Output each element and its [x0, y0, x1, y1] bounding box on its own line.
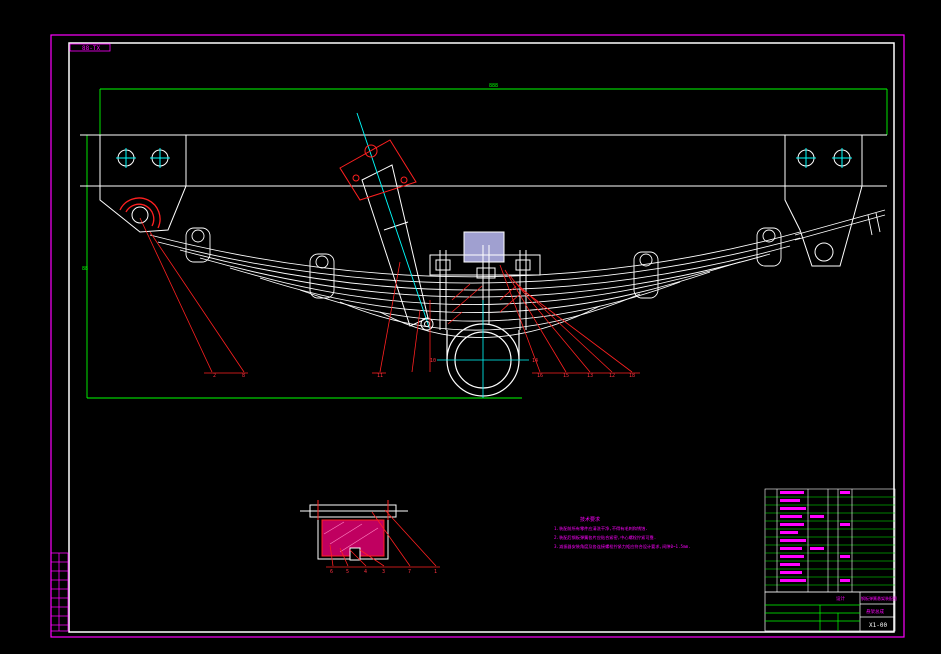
detail-leader-lines: [326, 509, 440, 568]
tech-req-item-2: 2.装配后钢板弹簧各片应贴合紧密,中心螺栓拧紧可靠.: [554, 534, 656, 541]
overall-height-dimension: 88: [82, 266, 88, 272]
detail-callout-5: 5: [346, 569, 349, 575]
callout-11: 11: [377, 373, 383, 379]
detail-callout-7: 7: [408, 569, 411, 575]
drawing-title: 钢板弹簧悬架装配图: [861, 595, 897, 601]
sheet-code-box: [69, 43, 111, 52]
rear-shackle-bracket: [784, 134, 863, 267]
callout-12: 12: [609, 373, 615, 379]
detail-callout-1: 1: [434, 569, 437, 575]
left-revision-strip: [50, 552, 69, 632]
detail-callout-4: 4: [364, 569, 367, 575]
callout-15: 15: [563, 373, 569, 379]
callout-13: 13: [587, 373, 593, 379]
shock-lower-mount: [420, 317, 434, 331]
shock-axis: [356, 112, 431, 331]
callout-10: 10: [430, 358, 436, 364]
tech-req-item-3: 3.减振器安装角度及各连接螺栓拧紧力矩应符合设计要求,间隙0~1.5mm.: [554, 543, 691, 550]
spring-clips: [185, 227, 782, 299]
axle-seat-hatch: [447, 283, 521, 325]
sheet-inner-border: [68, 42, 895, 633]
front-hanger-bracket: [99, 134, 187, 233]
sheet-code: 88-TX: [82, 45, 100, 52]
overall-length-dimension: 888: [489, 83, 498, 89]
title-block-school: 设计: [836, 595, 845, 602]
rear-shackle-plate: [794, 209, 886, 241]
parts-list-cell-text: [780, 491, 850, 582]
vehicle-frame-rail: [80, 134, 887, 187]
callout-18: 18: [629, 373, 635, 379]
parts-list-table: [764, 488, 896, 593]
dimension-lines: [86, 88, 888, 399]
bump-stop-pad: [463, 231, 505, 263]
drawing-number: X1-00: [869, 622, 887, 629]
title-block: [764, 591, 896, 632]
callout-2: 2: [213, 373, 216, 379]
detail-callout-3: 3: [382, 569, 385, 575]
tech-req-item-1: 1.装配前所有零件应清洗干净,不得有毛刺和锈蚀.: [554, 525, 648, 532]
drawing-subtitle: 悬架总成: [866, 608, 884, 615]
front-bracket-bolts: [116, 148, 170, 168]
callout-8: 8: [242, 373, 245, 379]
detail-view-hatch: [323, 521, 379, 553]
front-spring-eye: [119, 197, 161, 229]
main-callouts: 2 8 11 16 15 13 12 18 10 14: [213, 358, 635, 379]
front-eye-pin: [131, 206, 149, 224]
leader-lines-main: [139, 217, 633, 373]
shock-upper-mount: [339, 139, 417, 201]
detail-view-bushing: [300, 500, 408, 561]
technical-requirements: 技术要求 1.装配前所有零件应清洗干净,不得有毛刺和锈蚀. 2.装配后钢板弹簧各…: [554, 516, 691, 550]
detail-callouts: 6 5 4 3 7 1: [330, 569, 437, 575]
detail-callout-6: 6: [330, 569, 333, 575]
callout-14: 14: [532, 358, 538, 364]
tech-req-title: 技术要求: [580, 516, 600, 523]
sheet-outer-border: [50, 34, 905, 638]
callout-16: 16: [537, 373, 543, 379]
u-bolt-assembly: [429, 245, 541, 330]
axle-centerlines: [437, 300, 529, 398]
rear-bracket-bolts: [796, 148, 852, 262]
